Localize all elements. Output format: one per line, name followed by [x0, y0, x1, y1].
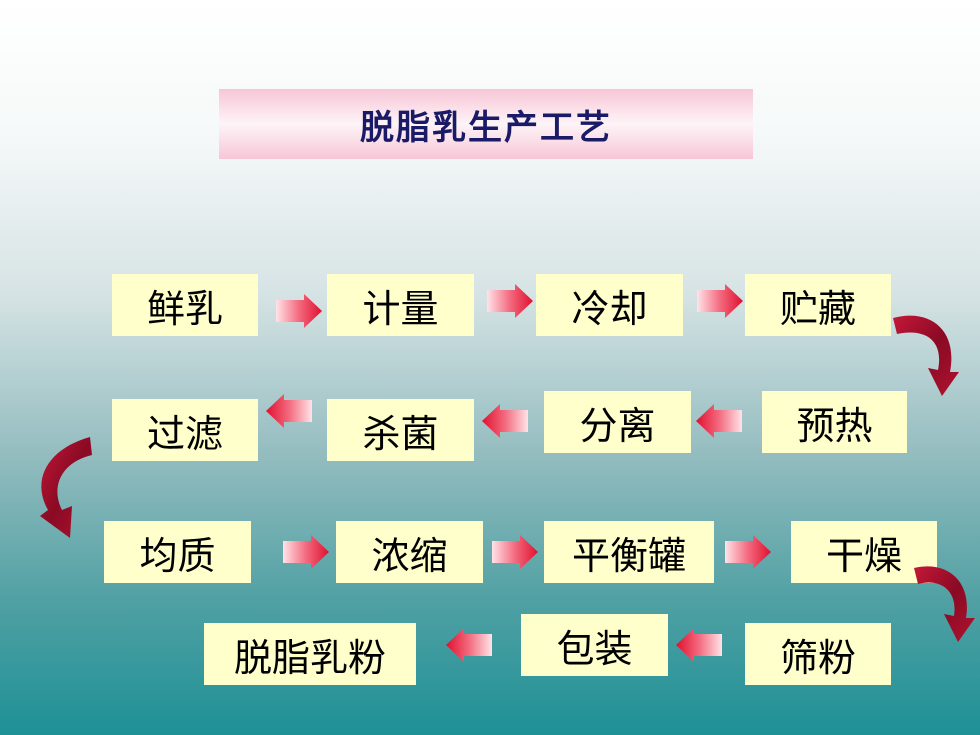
arrow-right-icon: [725, 535, 771, 569]
arrow-right-icon: [697, 284, 743, 318]
step-filtration: 过滤: [112, 399, 258, 461]
step-homogenization: 均质: [104, 521, 251, 583]
arrow-right-icon: [283, 535, 329, 569]
arrow-right-icon: [276, 294, 322, 328]
step-preheat: 预热: [762, 391, 907, 453]
arrow-left-icon: [696, 404, 742, 438]
step-balance-tank: 平衡罐: [544, 521, 714, 583]
step-skim-milk-powder: 脱脂乳粉: [204, 623, 416, 685]
curved-arrow-down-icon: [893, 315, 959, 396]
step-concentration: 浓缩: [336, 521, 483, 583]
arrow-left-icon: [676, 628, 722, 662]
step-metering: 计量: [327, 274, 474, 336]
arrow-right-icon: [492, 535, 538, 569]
step-drying: 干燥: [791, 521, 937, 583]
curved-arrow-down-icon: [40, 437, 92, 538]
arrow-left-icon: [482, 404, 528, 438]
step-separation: 分离: [544, 391, 691, 453]
step-sterilization: 杀菌: [327, 399, 474, 461]
arrow-left-icon: [266, 394, 312, 428]
step-sieving: 筛粉: [745, 623, 891, 685]
arrow-right-icon: [487, 284, 533, 318]
step-packaging: 包装: [521, 614, 668, 676]
step-fresh-milk: 鲜乳: [112, 274, 258, 336]
arrow-left-icon: [446, 628, 492, 662]
page-title: 脱脂乳生产工艺: [219, 89, 753, 159]
step-cooling: 冷却: [536, 274, 683, 336]
step-storage: 贮藏: [745, 274, 891, 336]
